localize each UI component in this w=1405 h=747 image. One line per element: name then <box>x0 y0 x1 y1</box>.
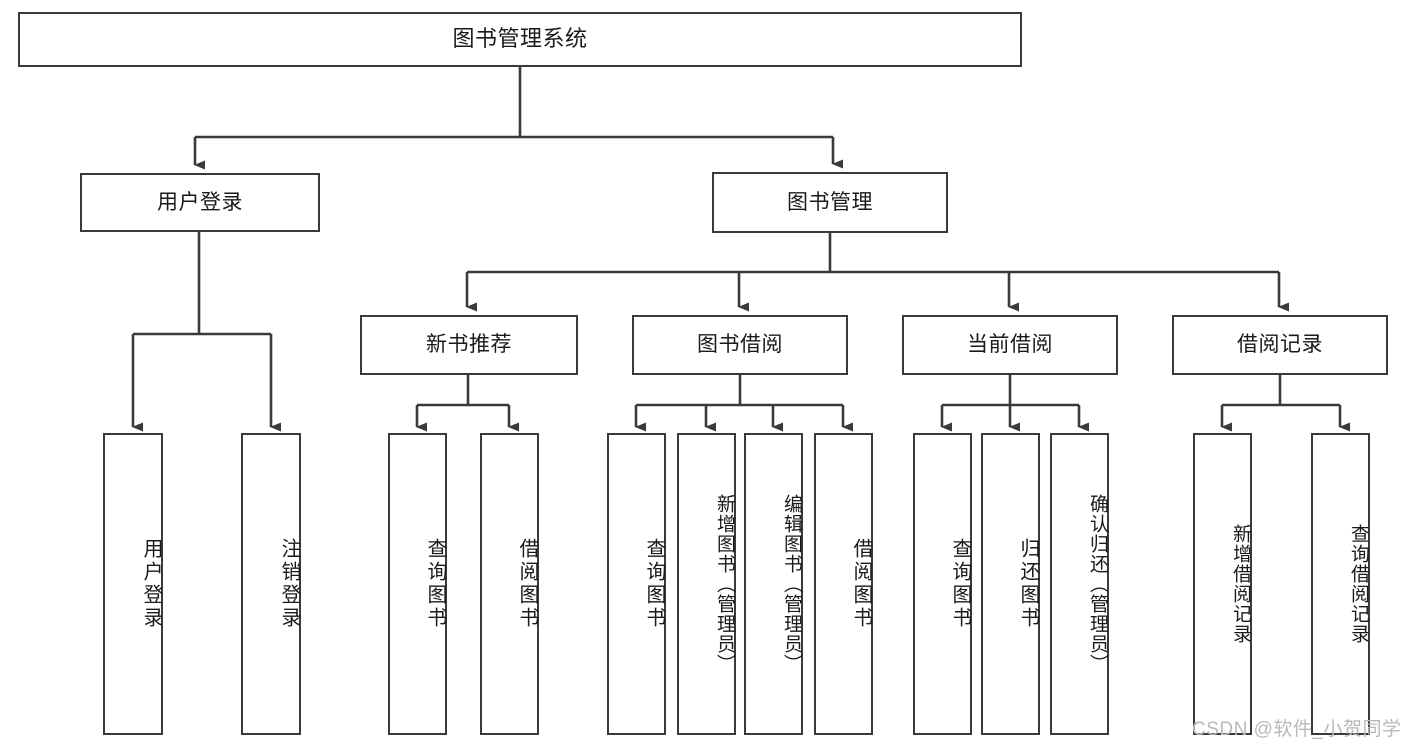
node-book-manage-label: 图书管理 <box>787 190 873 214</box>
node-leaf-add-book[interactable]: 新增图书（管理员） <box>677 433 736 735</box>
node-leaf-borrow-book-2[interactable]: 借阅图书 <box>814 433 873 735</box>
node-leaf-edit-book-label: 编辑图书（管理员） <box>781 494 802 674</box>
node-leaf-query-book-1[interactable]: 查询图书 <box>388 433 447 735</box>
node-new-book-rec[interactable]: 新书推荐 <box>360 315 578 375</box>
node-leaf-confirm-return-label: 确认归还（管理员） <box>1087 494 1108 674</box>
node-leaf-borrow-book-1[interactable]: 借阅图书 <box>480 433 539 735</box>
node-borrow-record-label: 借阅记录 <box>1237 333 1323 357</box>
node-leaf-query-book-3[interactable]: 查询图书 <box>913 433 972 735</box>
node-leaf-logout-label: 注销登录 <box>278 538 300 630</box>
node-leaf-borrow-book-2-label: 借阅图书 <box>850 538 872 630</box>
node-book-borrow[interactable]: 图书借阅 <box>632 315 848 375</box>
node-leaf-query-book-1-label: 查询图书 <box>424 538 446 630</box>
node-current-borrow[interactable]: 当前借阅 <box>902 315 1118 375</box>
node-leaf-query-book-2[interactable]: 查询图书 <box>607 433 666 735</box>
node-leaf-add-book-label: 新增图书（管理员） <box>714 494 735 674</box>
node-book-manage[interactable]: 图书管理 <box>712 172 948 233</box>
node-leaf-edit-book[interactable]: 编辑图书（管理员） <box>744 433 803 735</box>
node-leaf-add-record[interactable]: 新增借阅记录 <box>1193 433 1252 735</box>
node-current-borrow-label: 当前借阅 <box>967 333 1053 357</box>
node-root[interactable]: 图书管理系统 <box>18 12 1022 67</box>
node-leaf-user-login[interactable]: 用户登录 <box>103 433 163 735</box>
node-book-borrow-label: 图书借阅 <box>697 333 783 357</box>
node-user-login[interactable]: 用户登录 <box>80 173 320 232</box>
node-user-login-label: 用户登录 <box>157 190 243 214</box>
node-borrow-record[interactable]: 借阅记录 <box>1172 315 1388 375</box>
node-leaf-confirm-return[interactable]: 确认归还（管理员） <box>1050 433 1109 735</box>
node-new-book-rec-label: 新书推荐 <box>426 333 512 357</box>
node-leaf-return-book[interactable]: 归还图书 <box>981 433 1040 735</box>
node-leaf-add-record-label: 新增借阅记录 <box>1230 524 1251 644</box>
node-leaf-return-book-label: 归还图书 <box>1017 538 1039 630</box>
node-leaf-query-book-2-label: 查询图书 <box>643 538 665 630</box>
watermark: CSDN @软件_小贺同学 <box>1192 719 1402 740</box>
node-leaf-query-book-3-label: 查询图书 <box>949 538 971 630</box>
node-leaf-logout[interactable]: 注销登录 <box>241 433 301 735</box>
node-root-label: 图书管理系统 <box>452 26 588 52</box>
node-leaf-user-login-label: 用户登录 <box>140 538 162 630</box>
node-leaf-query-record-label: 查询借阅记录 <box>1348 524 1369 644</box>
node-leaf-query-record[interactable]: 查询借阅记录 <box>1311 433 1370 735</box>
node-leaf-borrow-book-1-label: 借阅图书 <box>516 538 538 630</box>
